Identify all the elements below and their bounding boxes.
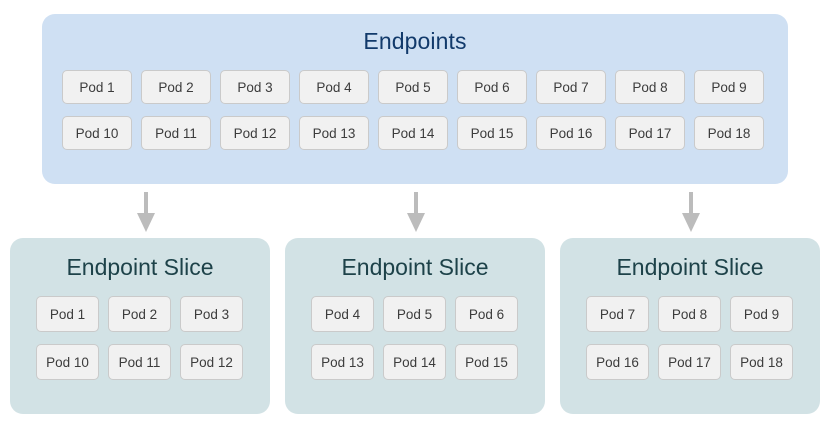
arrow-to-slice-2-icon: [403, 192, 429, 232]
pod-box: Pod 7: [586, 296, 649, 332]
pod-box: Pod 17: [615, 116, 685, 150]
slice-pod-row-1: Pod 7 Pod 8 Pod 9: [586, 296, 794, 332]
pod-box: Pod 4: [311, 296, 374, 332]
pod-box: Pod 2: [141, 70, 211, 104]
pod-box: Pod 3: [180, 296, 243, 332]
slice-pod-grid: Pod 1 Pod 2 Pod 3 Pod 10 Pod 11 Pod 12: [36, 296, 244, 380]
arrow-to-slice-3-icon: [678, 192, 704, 232]
pod-box: Pod 15: [455, 344, 518, 380]
pod-box: Pod 6: [457, 70, 527, 104]
pod-box: Pod 11: [108, 344, 171, 380]
pod-box: Pod 10: [36, 344, 99, 380]
pod-box: Pod 11: [141, 116, 211, 150]
pod-box: Pod 13: [299, 116, 369, 150]
endpoint-slice-panel-3: Endpoint Slice Pod 7 Pod 8 Pod 9 Pod 16 …: [560, 238, 820, 414]
endpoint-slice-panel-1: Endpoint Slice Pod 1 Pod 2 Pod 3 Pod 10 …: [10, 238, 270, 414]
pod-box: Pod 4: [299, 70, 369, 104]
pod-box: Pod 16: [536, 116, 606, 150]
pod-box: Pod 13: [311, 344, 374, 380]
pod-box: Pod 3: [220, 70, 290, 104]
slice-pod-row-1: Pod 1 Pod 2 Pod 3: [36, 296, 244, 332]
pod-box: Pod 1: [62, 70, 132, 104]
slice-pod-row-2: Pod 16 Pod 17 Pod 18: [586, 344, 794, 380]
pod-box: Pod 14: [378, 116, 448, 150]
pod-box: Pod 17: [658, 344, 721, 380]
pod-box: Pod 18: [730, 344, 793, 380]
endpoints-pod-row-2: Pod 10 Pod 11 Pod 12 Pod 13 Pod 14 Pod 1…: [62, 116, 768, 150]
pod-box: Pod 5: [383, 296, 446, 332]
pod-box: Pod 10: [62, 116, 132, 150]
pod-box: Pod 5: [378, 70, 448, 104]
endpoint-slice-title: Endpoint Slice: [341, 254, 489, 280]
endpoint-slice-title: Endpoint Slice: [66, 254, 214, 280]
pod-box: Pod 18: [694, 116, 764, 150]
pod-box: Pod 2: [108, 296, 171, 332]
slice-pod-row-2: Pod 10 Pod 11 Pod 12: [36, 344, 244, 380]
pod-box: Pod 12: [180, 344, 243, 380]
pod-box: Pod 7: [536, 70, 606, 104]
slice-pod-grid: Pod 7 Pod 8 Pod 9 Pod 16 Pod 17 Pod 18: [586, 296, 794, 380]
endpoints-panel: Endpoints Pod 1 Pod 2 Pod 3 Pod 4 Pod 5 …: [42, 14, 788, 184]
pod-box: Pod 9: [730, 296, 793, 332]
endpoints-pod-row-1: Pod 1 Pod 2 Pod 3 Pod 4 Pod 5 Pod 6 Pod …: [62, 70, 768, 104]
pod-box: Pod 16: [586, 344, 649, 380]
slice-pod-row-1: Pod 4 Pod 5 Pod 6: [311, 296, 519, 332]
pod-box: Pod 1: [36, 296, 99, 332]
pod-box: Pod 9: [694, 70, 764, 104]
pod-box: Pod 14: [383, 344, 446, 380]
endpoint-slice-panel-2: Endpoint Slice Pod 4 Pod 5 Pod 6 Pod 13 …: [285, 238, 545, 414]
pod-box: Pod 8: [658, 296, 721, 332]
pod-box: Pod 6: [455, 296, 518, 332]
arrow-to-slice-1-icon: [133, 192, 159, 232]
slice-pod-row-2: Pod 13 Pod 14 Pod 15: [311, 344, 519, 380]
endpoints-pod-grid: Pod 1 Pod 2 Pod 3 Pod 4 Pod 5 Pod 6 Pod …: [62, 70, 768, 150]
pod-box: Pod 15: [457, 116, 527, 150]
endpoints-title: Endpoints: [363, 28, 467, 54]
pod-box: Pod 12: [220, 116, 290, 150]
pod-box: Pod 8: [615, 70, 685, 104]
slice-pod-grid: Pod 4 Pod 5 Pod 6 Pod 13 Pod 14 Pod 15: [311, 296, 519, 380]
endpoint-slice-title: Endpoint Slice: [616, 254, 764, 280]
